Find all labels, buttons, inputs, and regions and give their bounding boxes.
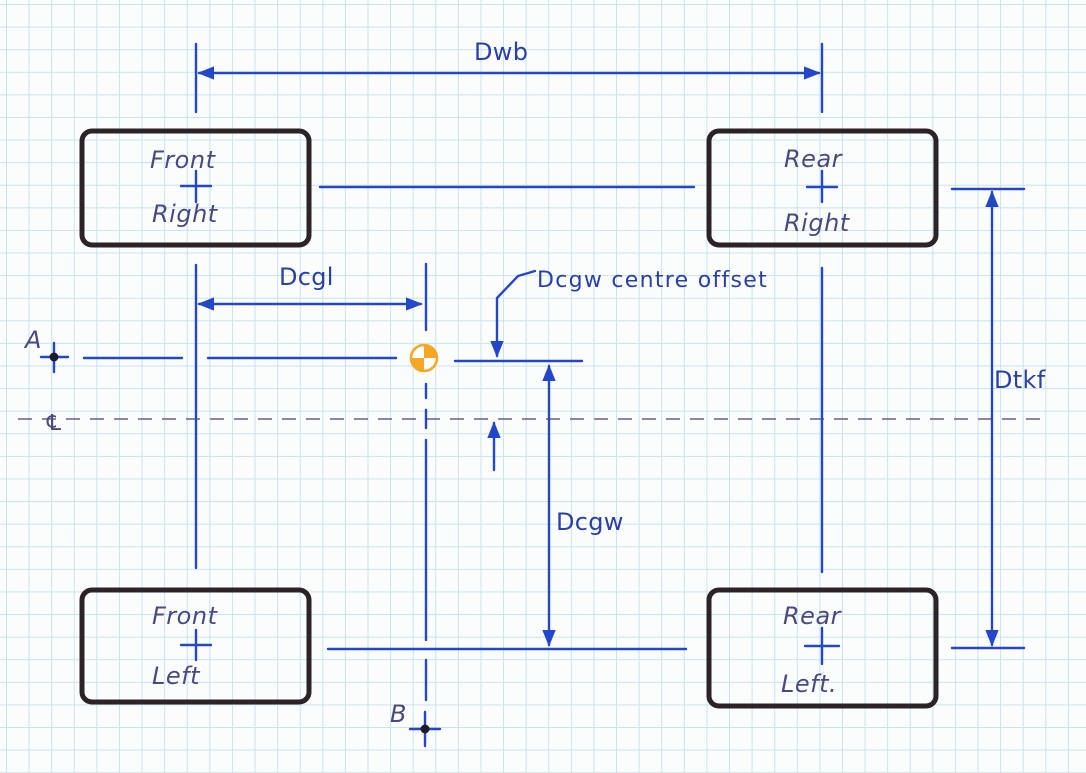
cg-symbol (409, 343, 439, 373)
point-a: A (23, 326, 70, 374)
wheel-front-right (79, 128, 312, 248)
track-label: Dtkf (994, 366, 1046, 394)
cg-longitudinal-dimension: Dcgl (197, 263, 423, 311)
wheelbase-label: Dwb (474, 38, 528, 66)
cg-width-offset-label: Dcgw centre offset (537, 268, 767, 293)
wheel-rear-left (706, 587, 939, 709)
front-left-label-1: Front (152, 602, 219, 630)
cg-longitudinal-label: Dcgl (279, 263, 334, 291)
rear-left-label-1: Rear (783, 602, 843, 630)
point-b: B (390, 700, 442, 748)
front-right-label-2: Right (152, 200, 219, 228)
rear-right-label-1: Rear (784, 145, 844, 173)
centerline-symbol: ℄ (44, 411, 64, 436)
front-left-label-2: Left (152, 662, 201, 690)
rear-right-label-2: Right (784, 209, 851, 237)
cg-width-label: Dcgw (556, 508, 624, 536)
point-a-label: A (23, 326, 42, 354)
rear-left-label-2: Left. (781, 670, 837, 698)
cg-width-dimension: Dcgw (542, 364, 624, 647)
wheelbase-dimension: Dwb (194, 38, 824, 114)
wheel-front-left (79, 587, 312, 705)
cg-width-offset-dimension: Dcgw centre offset (487, 268, 767, 472)
point-b-label: B (390, 700, 407, 728)
cg-horizontal-line (82, 356, 584, 363)
track-dimension: Dtkf (950, 187, 1046, 650)
wheel-crosses (179, 169, 841, 666)
front-right-label-1: Front (150, 146, 217, 174)
wheel-rear-right (706, 128, 939, 248)
